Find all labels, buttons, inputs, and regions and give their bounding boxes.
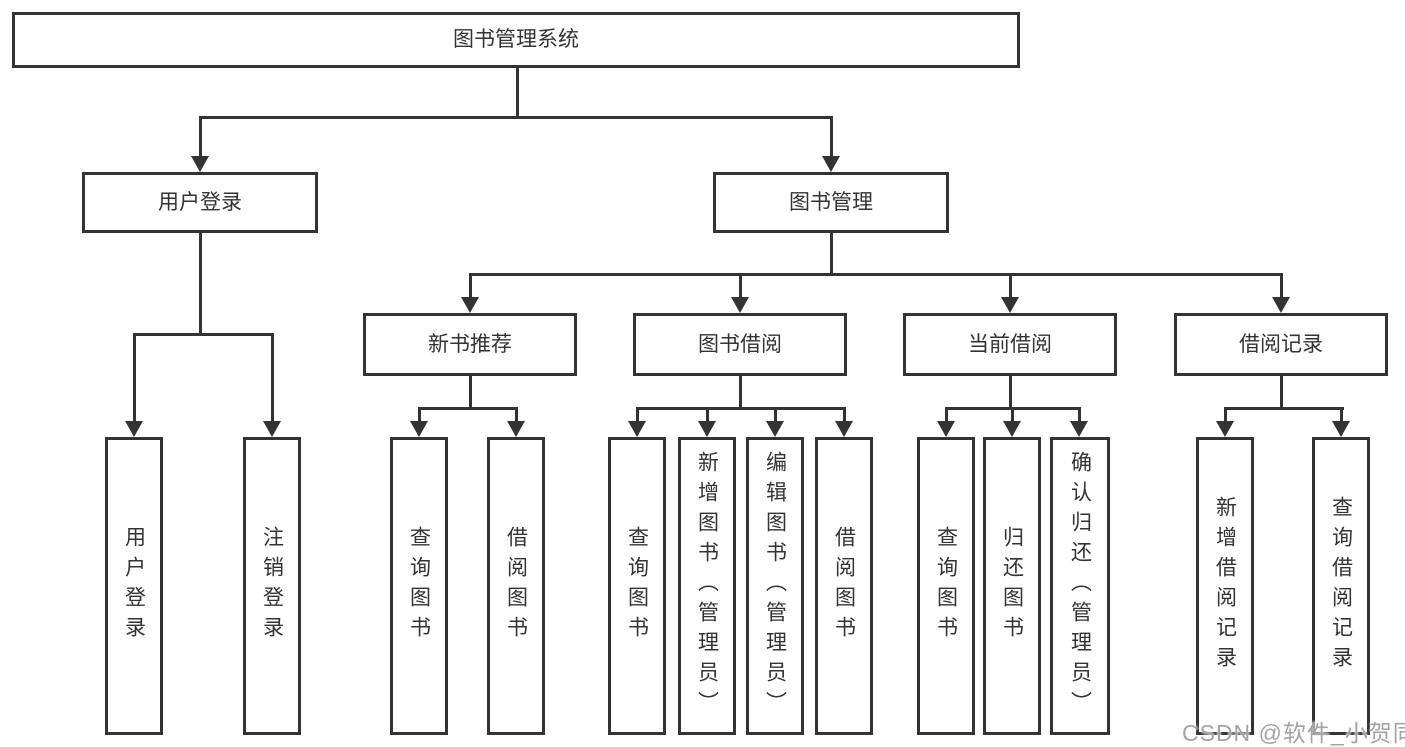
connector-line: [1009, 273, 1012, 297]
arrow-down-icon: [822, 156, 840, 172]
connector-line: [199, 116, 833, 119]
arrow-down-icon: [835, 421, 853, 437]
arrow-down-icon: [937, 421, 955, 437]
connector-line: [1224, 407, 1344, 410]
watermark: CSDN @软件_小贺同学: [1182, 720, 1405, 746]
node-book-management: 图书管理: [713, 172, 949, 233]
connector-line: [636, 407, 846, 410]
leaf-borrow-books: 借阅图书: [815, 437, 873, 735]
arrow-down-icon: [263, 421, 281, 437]
connector-line: [199, 233, 202, 333]
arrow-down-icon: [1003, 421, 1021, 437]
arrow-down-icon: [1332, 421, 1350, 437]
connector-line: [1340, 407, 1343, 421]
arrow-down-icon: [731, 297, 749, 313]
leaf-add-borrow-record: 新增借阅记录: [1196, 437, 1254, 735]
node-label: 当前借阅: [968, 332, 1052, 356]
leaf-query-books-recommend: 查询图书: [390, 437, 448, 735]
node-label: 借阅图书: [832, 526, 856, 646]
node-book-borrowing: 图书借阅: [633, 313, 847, 376]
node-label: 用户登录: [158, 190, 242, 214]
node-label: 新增借阅记录: [1213, 496, 1237, 676]
connector-line: [133, 333, 136, 421]
node-label: 查询图书: [625, 526, 649, 646]
connector-line: [199, 116, 202, 156]
node-current-borrowing: 当前借阅: [903, 313, 1117, 376]
connector-line: [1078, 407, 1081, 421]
node-label: 图书管理: [789, 190, 873, 214]
connector-line: [271, 333, 274, 421]
node-borrowing-records: 借阅记录: [1174, 313, 1388, 376]
connector-line: [739, 376, 742, 407]
arrow-down-icon: [1272, 297, 1290, 313]
connector-line: [1280, 376, 1283, 407]
arrow-down-icon: [1001, 297, 1019, 313]
connector-line: [1011, 407, 1014, 421]
leaf-edit-books-admin: 编辑图书（管理员）: [746, 437, 804, 735]
connector-line: [774, 407, 777, 421]
arrow-down-icon: [191, 156, 209, 172]
arrow-down-icon: [1216, 421, 1234, 437]
node-label: 图书管理系统: [453, 28, 579, 52]
node-label: 借阅图书: [504, 526, 528, 646]
connector-line: [516, 68, 519, 116]
leaf-query-borrow-record: 查询借阅记录: [1312, 437, 1370, 735]
node-label: 注销登录: [260, 526, 284, 646]
arrow-down-icon: [125, 421, 143, 437]
connector-line: [830, 116, 833, 156]
node-library-management-system: 图书管理系统: [12, 12, 1020, 68]
node-new-book-recommendation: 新书推荐: [363, 313, 577, 376]
node-label: 借阅记录: [1239, 332, 1323, 356]
node-label: 图书借阅: [698, 332, 782, 356]
node-label: 编辑图书（管理员）: [763, 451, 787, 721]
arrow-down-icon: [698, 421, 716, 437]
connector-line: [843, 407, 846, 421]
connector-line: [469, 376, 472, 407]
connector-line: [469, 273, 1283, 276]
node-label: 用户登录: [122, 526, 146, 646]
arrow-down-icon: [410, 421, 428, 437]
connector-line: [418, 407, 518, 410]
arrow-down-icon: [1070, 421, 1088, 437]
leaf-borrow-books-recommend: 借阅图书: [487, 437, 545, 735]
connector-line: [1009, 376, 1012, 407]
arrow-down-icon: [766, 421, 784, 437]
leaf-user-login: 用户登录: [105, 437, 163, 735]
node-label: 查询图书: [934, 526, 958, 646]
node-label: 查询借阅记录: [1329, 496, 1353, 676]
arrow-down-icon: [628, 421, 646, 437]
connector-line: [739, 273, 742, 297]
connector-line: [418, 407, 421, 421]
connector-line: [706, 407, 709, 421]
leaf-return-books: 归还图书: [983, 437, 1041, 735]
connector-line: [636, 407, 639, 421]
leaf-query-books-borrow: 查询图书: [608, 437, 666, 735]
node-label: 新增图书（管理员）: [695, 451, 719, 721]
leaf-add-books-admin: 新增图书（管理员）: [678, 437, 736, 735]
connector-line: [1280, 273, 1283, 297]
connector-line: [515, 407, 518, 421]
leaf-query-books-current: 查询图书: [917, 437, 975, 735]
connector-line: [469, 273, 472, 297]
node-user-login: 用户登录: [82, 172, 318, 233]
node-label: 归还图书: [1000, 526, 1024, 646]
connector-line: [945, 407, 948, 421]
connector-line: [1224, 407, 1227, 421]
leaf-confirm-return-admin: 确认归还（管理员）: [1050, 437, 1110, 735]
leaf-logout-login: 注销登录: [243, 437, 301, 735]
arrow-down-icon: [461, 297, 479, 313]
node-label: 确认归还（管理员）: [1068, 451, 1092, 721]
connector-line: [133, 333, 274, 336]
node-label: 新书推荐: [428, 332, 512, 356]
connector-line: [830, 233, 833, 273]
arrow-down-icon: [507, 421, 525, 437]
node-label: 查询图书: [407, 526, 431, 646]
